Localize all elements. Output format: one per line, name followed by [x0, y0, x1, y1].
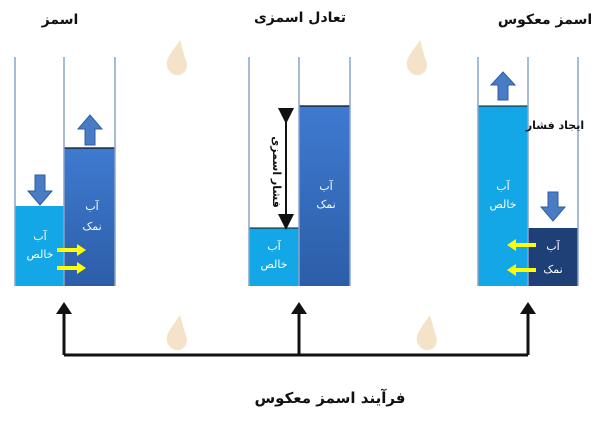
up-arrow-icon	[76, 114, 104, 146]
pure-water-fill	[478, 106, 528, 286]
panel-reverse-osmosis: اسمز معکوس ایجاد فشار آب خالص آب نمک	[477, 12, 592, 286]
left-flow-arrow-icon	[507, 239, 536, 251]
up-arrowhead-icon	[520, 302, 536, 314]
salt-water-label: آب	[85, 199, 99, 213]
up-arrowhead-icon	[291, 302, 307, 314]
up-arrow-icon	[489, 71, 517, 101]
salt-water-label: آب	[319, 179, 333, 193]
salt-water-fill	[528, 228, 578, 286]
osmotic-pressure-label: فشار اسمزی	[270, 136, 283, 208]
pure-water-label: خالص	[261, 258, 288, 271]
panel-osmotic-equilibrium: تعادل اسمزی فشار اسمزی آب خالص آب نمک	[248, 10, 351, 286]
connector-arrowheads	[56, 302, 536, 314]
pure-water-label: آب	[33, 229, 47, 243]
pure-water-label: آب	[267, 239, 281, 253]
pure-water-label: خالص	[27, 248, 54, 261]
salt-water-label: نمک	[543, 263, 562, 276]
down-arrow-icon	[26, 174, 54, 206]
salt-water-fill	[299, 106, 350, 286]
salt-water-label: نمک	[316, 198, 335, 211]
diagram-caption: فرآیند اسمز معکوس	[254, 389, 405, 407]
panel-osmosis: اسمز آب خالص آب نمک	[14, 12, 116, 286]
salt-water-label: آب	[546, 239, 560, 253]
right-flow-arrow-icon	[57, 244, 86, 256]
panel-title: اسمز	[41, 12, 79, 28]
salt-water-label: نمک	[82, 220, 101, 233]
up-arrowhead-icon	[56, 302, 72, 314]
apply-pressure-label: ایجاد فشار	[525, 119, 584, 132]
panel-title: تعادل اسمزی	[254, 10, 346, 26]
pure-water-fill	[249, 228, 299, 286]
pure-water-label: آب	[496, 179, 510, 193]
tube-walls	[14, 57, 116, 286]
right-flow-arrow-icon	[57, 262, 86, 274]
tube-walls	[248, 57, 351, 286]
watermark-logo	[166, 40, 437, 351]
down-arrow-icon	[539, 191, 567, 222]
salt-water-fill	[64, 148, 115, 286]
tube-walls	[477, 57, 579, 286]
pure-water-fill	[15, 206, 64, 286]
left-flow-arrow-icon	[507, 264, 536, 276]
process-connector	[62, 312, 530, 357]
pure-water-label: خالص	[490, 198, 517, 211]
panel-title: اسمز معکوس	[498, 12, 592, 28]
